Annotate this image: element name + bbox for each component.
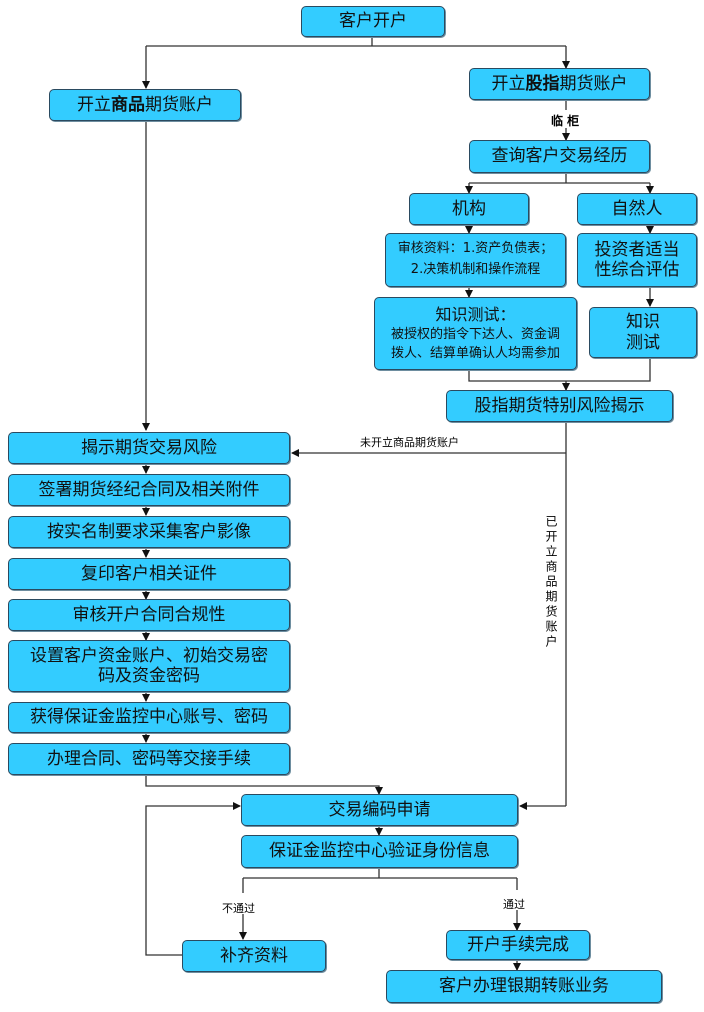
node-label: 按实名制要求采集客户影像 <box>47 521 251 542</box>
node-verify-identity: 保证金监控中心验证身份信息 <box>241 835 518 868</box>
node-label-line: 审核资料：1.资产负债表； <box>397 241 554 257</box>
node-label-line: 码及资金密码 <box>98 666 200 686</box>
node-label-line: 2.决策机制和操作流程 <box>410 262 541 277</box>
node-natural-person: 自然人 <box>577 193 697 225</box>
node-review-compliance: 审核开户合同合规性 <box>8 599 290 631</box>
node-label-line: 测试 <box>626 332 660 353</box>
node-label-post: 期货账户 <box>559 73 628 94</box>
node-query-experience: 查询客户交易经历 <box>469 140 650 173</box>
node-knowledge-test-institution: 知识测试： 被授权的指令下达人、资金调 拨人、结算单确认人均需参加 <box>374 297 577 370</box>
node-index-risk-disclosure: 股指期货特别风险揭示 <box>446 390 673 422</box>
node-sign-contract: 签署期货经纪合同及相关附件 <box>8 474 290 506</box>
node-label: 复印客户相关证件 <box>81 563 217 584</box>
node-get-margin-account: 获得保证金监控中心账号、密码 <box>8 702 290 733</box>
node-commodity-account: 开立商品期货账户 <box>49 89 241 121</box>
node-complete: 开户手续完成 <box>446 930 590 960</box>
node-label-line: 拨人、结算单确认人均需参加 <box>390 346 560 362</box>
node-label: 交易编码申请 <box>328 799 431 820</box>
node-label-line: 被授权的指令下达人、资金调 <box>390 327 560 343</box>
node-label-line: 投资者适当 <box>594 239 680 260</box>
node-label: 签署期货经纪合同及相关附件 <box>38 479 260 500</box>
node-label: 审核开户合同合规性 <box>72 604 226 625</box>
node-label: 自然人 <box>611 198 663 219</box>
node-trading-code: 交易编码申请 <box>241 794 518 826</box>
node-label: 股指期货特别风险揭示 <box>474 395 645 416</box>
label-fail: 不通过 <box>222 902 255 915</box>
node-label-post: 期货账户 <box>145 94 213 115</box>
node-handover: 办理合同、密码等交接手续 <box>8 743 290 775</box>
node-label: 开户手续完成 <box>467 934 569 955</box>
node-label-pre: 开立 <box>491 73 526 94</box>
node-label-bold: 商品 <box>111 94 145 115</box>
node-label: 保证金监控中心验证身份信息 <box>269 841 490 862</box>
connector <box>145 802 241 956</box>
node-label: 办理合同、密码等交接手续 <box>47 748 251 769</box>
node-collect-images: 按实名制要求采集客户影像 <box>8 516 290 548</box>
node-supplement: 补齐资料 <box>182 940 326 972</box>
label-pass: 通过 <box>503 898 525 911</box>
node-knowledge-test-natural: 知识 测试 <box>589 307 697 358</box>
node-label: 机构 <box>452 198 486 219</box>
node-label-bold: 股指 <box>525 73 560 94</box>
node-label: 补齐资料 <box>220 945 288 966</box>
label-has-commodity: 已开立商品期货账户 <box>544 515 558 650</box>
node-label-line: 知识 <box>626 312 660 333</box>
node-label: 获得保证金监控中心账号、密码 <box>30 707 268 728</box>
node-label: 查询客户交易经历 <box>491 146 628 167</box>
label-on-site: 临 柜 <box>551 114 580 128</box>
label-no-commodity: 未开立商品期货账户 <box>360 436 459 449</box>
node-review-docs: 审核资料：1.资产负债表； 2.决策机制和操作流程 <box>385 233 566 287</box>
node-suitability: 投资者适当 性综合评估 <box>577 233 697 287</box>
node-label-pre: 开立 <box>77 94 111 115</box>
node-label-line: 设置客户资金账户、初始交易密 <box>30 645 268 666</box>
node-institution: 机构 <box>409 193 529 225</box>
node-bank-transfer: 客户办理银期转账业务 <box>386 970 662 1003</box>
connector <box>145 775 383 795</box>
node-label: 客户开户 <box>339 11 407 32</box>
node-title: 知识测试： <box>435 305 516 325</box>
node-client-open: 客户开户 <box>301 6 445 37</box>
node-label-line: 性综合评估 <box>594 260 680 280</box>
node-futures-risk: 揭示期货交易风险 <box>8 432 290 464</box>
connector <box>468 358 651 382</box>
node-index-account: 开立股指期货账户 <box>469 68 650 100</box>
node-label: 揭示期货交易风险 <box>81 437 217 458</box>
node-copy-id: 复印客户相关证件 <box>8 558 290 590</box>
node-label: 客户办理银期转账业务 <box>439 976 609 997</box>
node-set-accounts: 设置客户资金账户、初始交易密 码及资金密码 <box>8 640 290 692</box>
